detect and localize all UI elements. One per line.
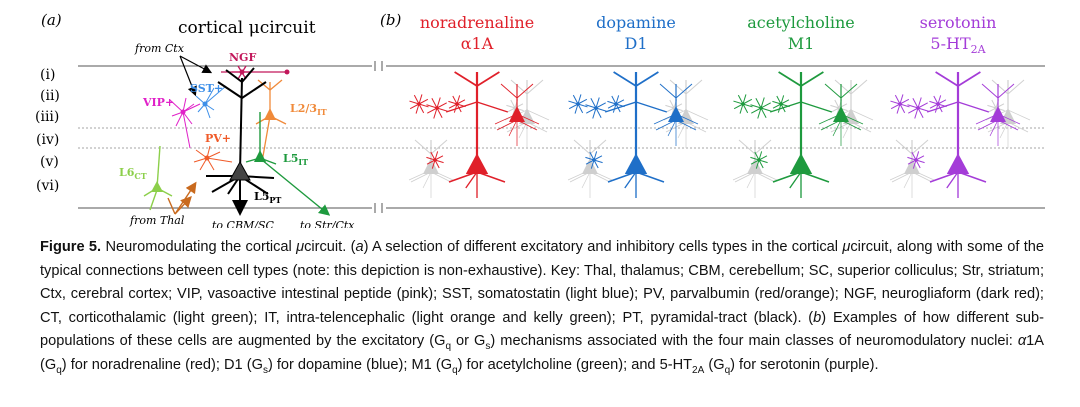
caption-text: Neuromodulating the cortical xyxy=(101,239,297,255)
from-thal-label: from Thal xyxy=(129,214,185,227)
figure-caption: Figure 5. Neuromodulating the cortical μ… xyxy=(40,236,1044,377)
caption-text: ) for acetylcholine (green); and 5-HT xyxy=(457,356,693,373)
caption-text: circuit. ( xyxy=(304,239,356,255)
to-cbm-label: to CBM/SC xyxy=(212,219,275,228)
to-str-label: to Str/Ctx xyxy=(300,219,355,228)
caption-label: Figure 5. xyxy=(40,239,102,255)
l5it-label: L5IT xyxy=(283,152,308,167)
layer-label-ii: (ii) xyxy=(40,88,60,104)
group-receptor-dopamine: D1 xyxy=(624,34,647,53)
neuron-group-serotonin xyxy=(889,71,1031,198)
group-name-acetylcholine: acetylcholine xyxy=(747,13,854,32)
group-name-dopamine: dopamine xyxy=(596,13,676,32)
caption-mu: μ xyxy=(842,239,851,255)
caption-text: circuit, along with some of the typical … xyxy=(40,239,1044,326)
vip-label: VIP+ xyxy=(142,96,174,109)
caption-text: 1A (G xyxy=(40,333,1044,373)
caption-subscript: 2A xyxy=(692,364,705,376)
layer-boundaries xyxy=(78,61,1045,213)
layer-labels: (i) (ii) (iii) (iv) (v) (vi) xyxy=(35,67,60,194)
caption-subscript: s xyxy=(262,364,268,376)
caption-subscript: q xyxy=(56,364,62,376)
caption-subscript: q xyxy=(452,364,458,376)
panel-a-title: cortical μcircuit xyxy=(178,18,316,38)
neuromodulation-neuron-groups xyxy=(408,71,1031,198)
group-receptor-noradrenaline: α1A xyxy=(461,34,494,53)
caption-text: or G xyxy=(451,333,486,349)
panel-a-label: (a) xyxy=(41,11,62,29)
caption-text: ) for dopamine (blue); M1 (G xyxy=(267,356,453,373)
group-receptor-acetylcholine: M1 xyxy=(788,34,815,53)
from-ctx-label: from Ctx xyxy=(134,42,185,55)
layer-label-iv: (iv) xyxy=(36,132,59,148)
sst-label: SST+ xyxy=(190,82,223,95)
caption-panel-ref: a xyxy=(355,239,364,255)
caption-subscript: q xyxy=(445,340,452,352)
l6-label: L6CT xyxy=(119,166,147,181)
caption-text: ) mechanisms associated with the four ma… xyxy=(490,333,1018,349)
caption-text: ) for serotonin (purple). xyxy=(730,356,879,373)
caption-subscript: s xyxy=(485,340,491,352)
l5pt-soma xyxy=(229,160,251,181)
panel-b-label: (b) xyxy=(380,11,401,29)
caption-text: ) for noradrenaline (red); D1 (G xyxy=(61,356,263,373)
figure-5-illustration: (a) cortical μcircuit (i) (ii) (iii) (iv… xyxy=(35,11,1045,228)
layer-label-iii: (iii) xyxy=(35,109,59,125)
group-receptor-serotonin: 5-HT2A xyxy=(930,34,986,56)
layer-label-v: (v) xyxy=(40,154,59,170)
ngf-label: NGF xyxy=(229,51,256,64)
caption-panel-ref: b xyxy=(813,309,822,326)
neuron-group-dopamine xyxy=(567,71,709,198)
caption-text: ) A selection of different excitatory an… xyxy=(363,239,843,255)
neuron-group-acetylcholine xyxy=(732,71,874,198)
caption-text: (G xyxy=(704,356,725,373)
group-name-serotonin: serotonin xyxy=(920,13,997,32)
caption-alpha: α xyxy=(1017,333,1027,349)
l23-label: L2/3IT xyxy=(290,102,327,117)
caption-subscript: q xyxy=(724,364,731,376)
panel-b-headers: noradrenaline α1A dopamine D1 acetylchol… xyxy=(420,13,997,56)
l5pt-label: L5PT xyxy=(254,190,281,205)
group-name-noradrenaline: noradrenaline xyxy=(420,13,534,32)
pv-label: PV+ xyxy=(205,132,231,145)
layer-label-i: (i) xyxy=(40,67,55,83)
neuron-group-noradrenaline xyxy=(408,71,550,198)
layer-label-vi: (vi) xyxy=(36,178,59,194)
cortical-circuit-diagram: from Ctx NGF SST+ VIP+ L2/3IT xyxy=(119,42,355,228)
caption-mu: μ xyxy=(296,239,305,255)
caption-text: ) Examples of how different sub-populati… xyxy=(40,309,1044,350)
